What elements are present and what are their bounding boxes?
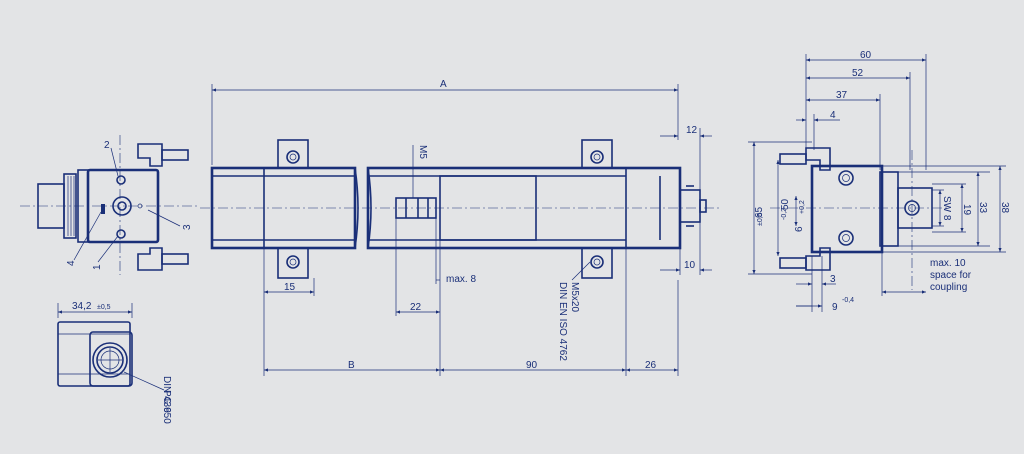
left-end-view: 2 3 4 1 bbox=[20, 135, 200, 275]
dim-50: 50 bbox=[780, 198, 791, 210]
callout-2: 2 bbox=[104, 140, 110, 151]
right-end-view: 60 52 37 4 65 ±0,5 50 -0,2 bbox=[748, 50, 1010, 313]
dim-12: 12 bbox=[686, 125, 698, 136]
dim-10: 10 bbox=[684, 260, 696, 271]
screw-spec-din: DIN EN ISO 4762 bbox=[557, 282, 568, 361]
dim-max-8: max. 8 bbox=[446, 274, 476, 285]
note-space-for: space for bbox=[930, 270, 972, 281]
callout-1: 1 bbox=[92, 264, 103, 270]
connector-detail-view: 34,2 ±0,5 PG 9 DIN 43650 bbox=[57, 301, 172, 424]
callout-3: 3 bbox=[182, 224, 193, 230]
connector-width-value: 34,2 bbox=[72, 301, 92, 312]
dim-26: 26 bbox=[645, 360, 657, 371]
dim-9: 9 bbox=[832, 302, 838, 313]
dim-65: 65 bbox=[754, 206, 765, 218]
dim-6: 6 bbox=[794, 226, 805, 232]
dim-15: 15 bbox=[284, 282, 296, 293]
dim-3: 3 bbox=[830, 274, 836, 285]
dim-65-tol: ±0,5 bbox=[757, 212, 764, 226]
dim-50-tol: -0,2 bbox=[781, 208, 788, 220]
dim-19: 19 bbox=[961, 204, 972, 216]
note-coupling: coupling bbox=[930, 282, 967, 293]
connector-width-tolerance: ±0,5 bbox=[97, 304, 111, 311]
dim-37: 37 bbox=[836, 90, 848, 101]
dim-90: 90 bbox=[526, 360, 538, 371]
dim-38: 38 bbox=[999, 202, 1010, 214]
callout-4: 4 bbox=[66, 260, 77, 266]
dim-A: A bbox=[440, 79, 447, 90]
dim-4: 4 bbox=[830, 110, 836, 121]
dim-B: B bbox=[348, 360, 355, 371]
dim-60: 60 bbox=[860, 50, 872, 61]
dim-SW8: SW 8 bbox=[941, 196, 952, 221]
gland-label-din: DIN 43650 bbox=[161, 376, 172, 424]
dim-9-tol: -0,4 bbox=[842, 297, 854, 304]
gland-label-pg9: PG 9 bbox=[161, 390, 172, 413]
thread-M5: M5 bbox=[417, 145, 428, 159]
main-side-view: A M bbox=[200, 79, 720, 376]
dim-6-tol: +0,2 bbox=[799, 200, 806, 214]
screw-spec-M5x20: M5x20 bbox=[569, 282, 580, 312]
dim-33: 33 bbox=[977, 202, 988, 214]
dim-22: 22 bbox=[410, 302, 422, 313]
dim-52: 52 bbox=[852, 68, 864, 79]
note-max-10: max. 10 bbox=[930, 258, 966, 269]
